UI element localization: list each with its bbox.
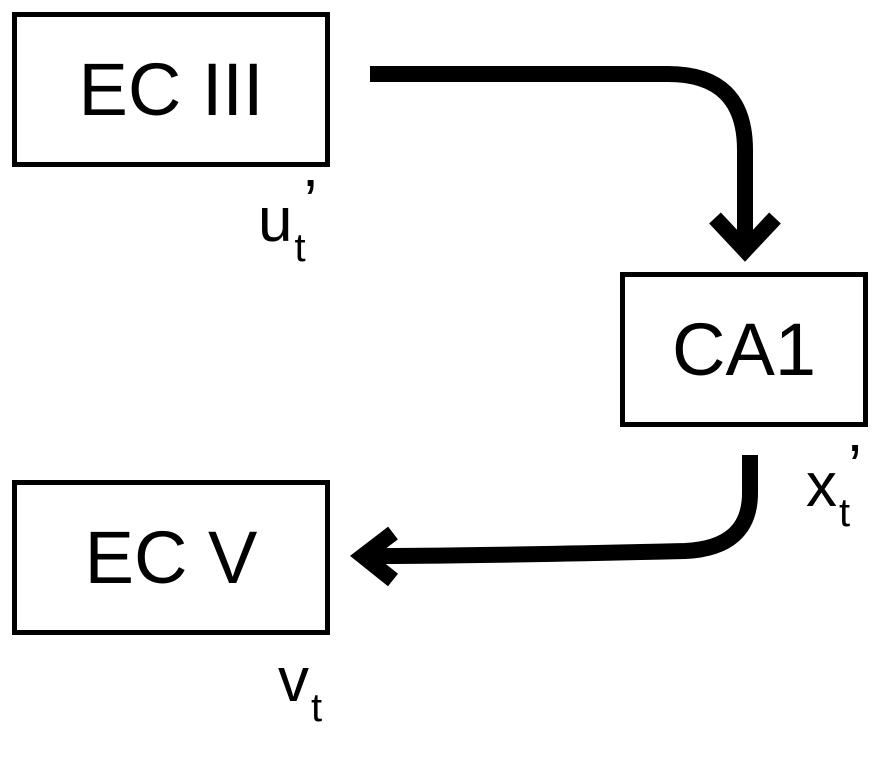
edge-ec3-to-ca1 [370,66,753,246]
ec5-node: EC V [12,480,330,635]
ec5-variable: vt [278,646,322,729]
ca1-variable-subscript: t [839,491,851,535]
ec5-label: EC V [84,515,258,599]
ec5-variable-symbol: v [278,646,309,715]
ec3-variable-prime: ’ [303,168,318,237]
ec3-variable: ut’ [258,172,317,269]
edge-ca1-to-ec5 [365,455,758,564]
ca1-variable: xt’ [806,437,862,534]
ca1-variable-symbol: x [806,451,837,520]
ca1-variable-prime: ’ [848,433,862,502]
ca1-label: CA1 [672,307,816,391]
ec3-variable-symbol: u [258,186,293,255]
ec3-variable-subscript: t [294,226,306,270]
ec3-label: EC III [78,47,264,131]
edge-ec3-to-ca1-arrowhead [709,212,781,262]
ec5-variable-subscript: t [311,686,323,730]
ec3-node: EC III [12,12,330,167]
ca1-node: CA1 [620,272,868,427]
edge-ca1-to-ec5-arrowhead [350,526,398,587]
